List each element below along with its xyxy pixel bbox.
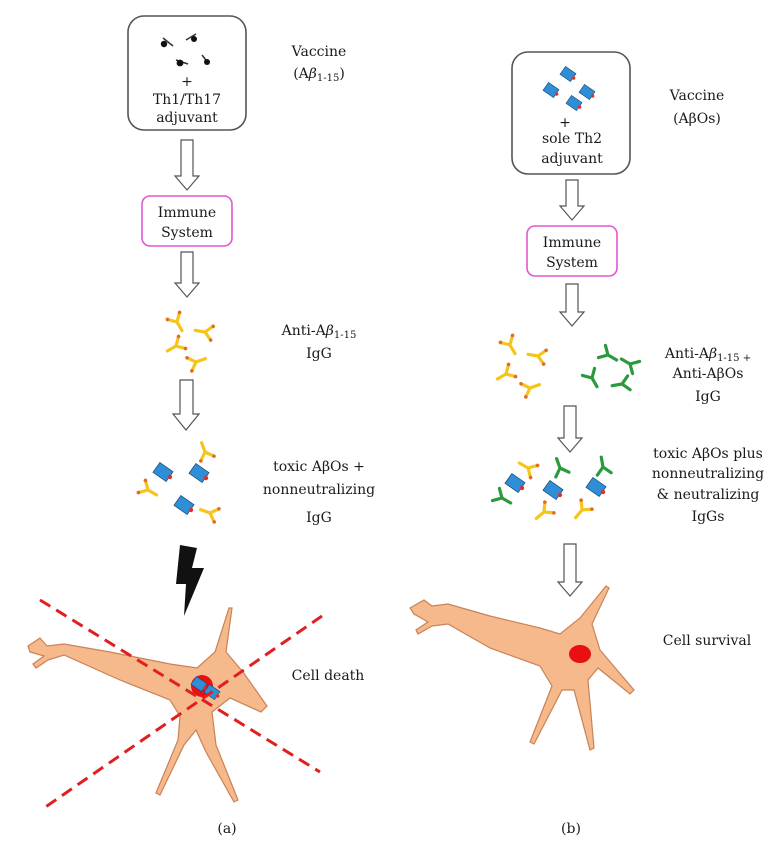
oligomer-antibody-complexes-b bbox=[490, 453, 613, 527]
flow-arrow-b2 bbox=[558, 283, 586, 327]
vaccine-label-a: Vaccine bbox=[291, 44, 347, 60]
complex-label-line4-b: IgGs bbox=[692, 509, 725, 525]
outcome-label-a: Cell death bbox=[292, 668, 365, 684]
cell-death-cross-line1 bbox=[39, 598, 321, 774]
complex-label-line1-b: toxic AβOs plus bbox=[653, 446, 763, 462]
vaccine-particles-a bbox=[160, 33, 210, 67]
igg-label-line3-b: IgG bbox=[695, 389, 721, 405]
immune-system-line2-a: System bbox=[161, 225, 213, 241]
vaccine-label-b: Vaccine bbox=[669, 88, 725, 104]
neuron-b bbox=[409, 585, 635, 751]
complex-label-line3-a: IgG bbox=[306, 510, 332, 526]
complex-label-line3-b: & neutralizing bbox=[657, 487, 760, 503]
panel-a: + Th1/Th17 adjuvant Vaccine (Aβ1-15) Imm… bbox=[27, 15, 375, 837]
vaccine-box-plus-b: + bbox=[559, 115, 571, 131]
outcome-label-b: Cell survival bbox=[663, 633, 752, 649]
vaccine-box-adjuvant-line2-b: adjuvant bbox=[541, 151, 603, 167]
flow-arrow-a2 bbox=[173, 251, 201, 298]
complex-label-line2-b: nonneutralizing bbox=[652, 466, 764, 482]
anti-abeta-antibodies-b bbox=[491, 331, 550, 401]
immune-system-line1-b: Immune bbox=[543, 235, 601, 251]
vaccine-box-adjuvant-line1-a: Th1/Th17 bbox=[153, 92, 221, 108]
flow-arrow-a3 bbox=[171, 379, 201, 431]
flow-arrow-b1 bbox=[558, 179, 586, 221]
panel-letter-b: (b) bbox=[561, 821, 581, 837]
complex-label-line1-a: toxic AβOs + bbox=[273, 459, 365, 475]
vaccine-box-plus-a: + bbox=[181, 74, 193, 90]
igg-label-b: Anti-Aβ1-15 + bbox=[664, 346, 751, 364]
immune-system-line1-a: Immune bbox=[158, 205, 216, 221]
anti-abetaos-antibodies-b bbox=[580, 343, 642, 395]
igg-label-line2-b: Anti-AβOs bbox=[672, 366, 744, 382]
vaccine-box-adjuvant-line2-a: adjuvant bbox=[156, 110, 218, 126]
lightning-bolt-icon bbox=[176, 545, 204, 616]
oligomer-antibody-complexes-a bbox=[134, 437, 223, 526]
anti-abeta-antibodies-a bbox=[161, 308, 217, 375]
vaccine-antigen-label-a: (Aβ1-15) bbox=[293, 66, 345, 84]
vaccine-box-a bbox=[127, 15, 247, 131]
flow-arrow-a1 bbox=[173, 139, 201, 191]
complex-label-line2-a: nonneutralizing bbox=[263, 482, 375, 498]
vaccine-box-b bbox=[511, 51, 631, 175]
vaccine-antigen-label-b: (AβOs) bbox=[673, 111, 721, 127]
cell-nucleus-b bbox=[569, 645, 591, 663]
vaccine-box-adjuvant-line1-b: sole Th2 bbox=[542, 131, 602, 147]
flow-arrow-b4 bbox=[556, 543, 584, 597]
panel-b: + sole Th2 adjuvant Vaccine (AβOs) Immun… bbox=[409, 51, 764, 837]
immune-system-box-a bbox=[141, 195, 233, 247]
immune-system-line2-b: System bbox=[546, 255, 598, 271]
igg-label-line2-a: IgG bbox=[306, 346, 332, 362]
neuron-a bbox=[27, 607, 268, 803]
panel-letter-a: (a) bbox=[217, 821, 236, 837]
immune-system-box-b bbox=[526, 225, 618, 277]
igg-label-a: Anti-Aβ1-15 bbox=[281, 323, 357, 341]
flow-arrow-b3 bbox=[556, 405, 584, 453]
